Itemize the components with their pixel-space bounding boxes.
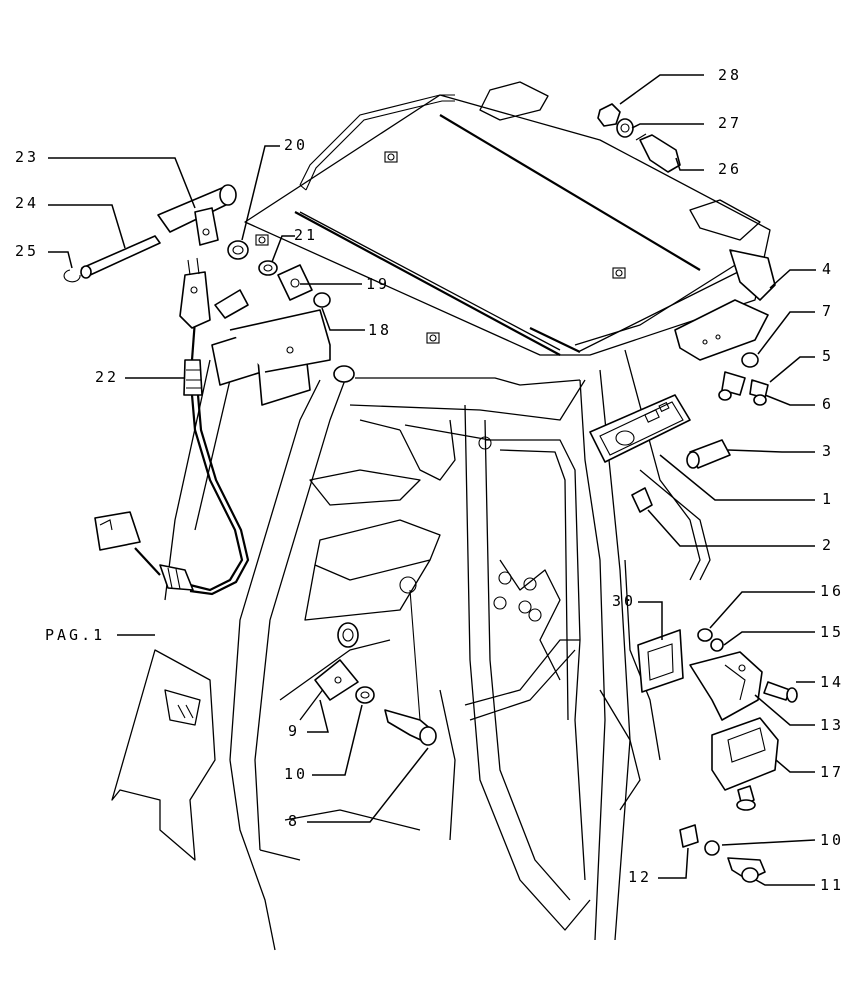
leader-lines [48,74,816,886]
callout-6: 6 [822,395,834,413]
callout-2: 2 [822,536,834,554]
callout-4: 4 [822,260,834,278]
parts-latch-assembly [637,628,798,811]
callout-10b: 10 [820,831,844,849]
callout-27: 27 [718,114,742,132]
callout-3: 3 [822,442,834,460]
callout-10a: 10 [284,765,308,783]
callout-18: 18 [368,321,392,339]
parts-right-top [597,103,776,406]
callout-5: 5 [822,347,834,365]
callout-14: 14 [820,673,844,691]
parts-switch-panel [589,394,731,513]
callout-13: 13 [820,716,844,734]
callout-17: 17 [820,763,844,781]
part-22-cable [94,257,250,596]
callout-16: 16 [820,582,844,600]
callout-1: 1 [822,490,834,508]
parts-lower [314,622,766,883]
callout-8: 8 [288,812,300,830]
callout-24: 24 [15,194,39,212]
callout-21: 21 [294,226,318,244]
callout-22: 22 [95,368,119,386]
parts-hinge-assembly [63,184,355,406]
callout-25: 25 [15,242,39,260]
cab-frame [111,81,771,951]
callout-23: 23 [15,148,39,166]
callout-19: 19 [366,275,390,293]
callout-labels: 23 24 25 20 21 19 18 22 28 27 26 4 7 5 6… [15,66,844,894]
callout-15: 15 [820,623,844,641]
callout-7: 7 [822,302,834,320]
callout-20: 20 [284,136,308,154]
callout-26: 26 [718,160,742,178]
page-reference: PAG.1 [45,626,105,644]
callout-28: 28 [718,66,742,84]
callout-9: 9 [288,722,300,740]
callout-11: 11 [820,876,844,894]
callout-30: 30 [612,592,636,610]
callout-12: 12 [628,868,652,886]
